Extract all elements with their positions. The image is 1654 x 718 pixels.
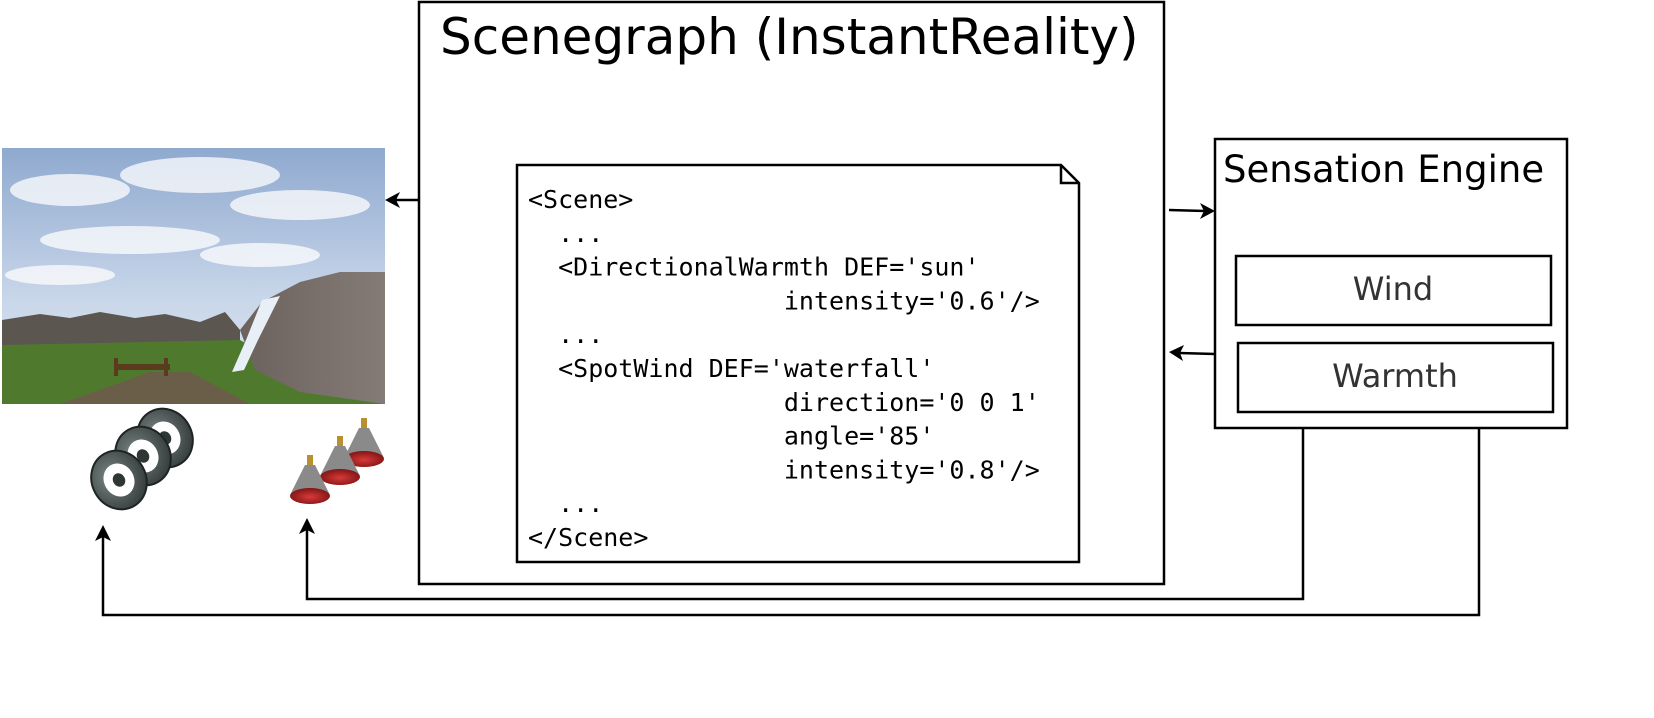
code-line: ...: [528, 320, 603, 349]
scenegraph-to-render-arrow: [385, 192, 419, 208]
wind-module-box: [1234, 254, 1553, 327]
code-line: <DirectionalWarmth DEF='sun': [528, 253, 980, 282]
cloud-shapes: [5, 157, 370, 285]
scenegraph-to-engine-arrow: [1168, 203, 1215, 219]
code-line: <SpotWind DEF='waterfall': [528, 354, 934, 383]
wind-to-fans-connector: [95, 428, 1481, 617]
rendered-scene-image: [2, 148, 385, 404]
code-line: <Scene>: [528, 185, 633, 214]
bridge: [114, 358, 170, 376]
scene-code-document: <Scene> ... <DirectionalWarmth DEF='sun'…: [515, 163, 1081, 564]
engine-to-scenegraph-arrow: [1169, 345, 1216, 361]
fan-icon: [90, 449, 148, 511]
code-line: intensity='0.8'/>: [528, 455, 1040, 484]
heat-lamp-devices: [290, 418, 384, 504]
code-line: </Scene>: [528, 523, 648, 552]
sensation-engine-title: Sensation Engine: [1223, 148, 1544, 191]
code-line: ...: [528, 489, 603, 518]
warmth-module-box: [1236, 341, 1555, 414]
grass-ground: [2, 340, 385, 404]
code-line: angle='85': [528, 422, 934, 451]
waterfall: [232, 296, 280, 372]
warmth-module-label: Warmth: [1332, 357, 1458, 395]
code-line: ...: [528, 219, 603, 248]
dirt-path: [60, 372, 250, 404]
code-line: direction='0 0 1': [528, 388, 1040, 417]
fan-devices: [90, 407, 194, 511]
cliff-rock: [240, 272, 385, 404]
code-listing: <Scene> ... <DirectionalWarmth DEF='sun'…: [528, 185, 1040, 552]
heat-lamp-icon: [344, 418, 384, 467]
wind-module-label: Wind: [1353, 270, 1433, 308]
warmth-to-lamps-connector: [299, 428, 1305, 601]
scenegraph-title: Scenegraph (InstantReality): [440, 8, 1139, 66]
heat-lamp-icon: [290, 455, 330, 504]
heat-lamp-icon: [320, 436, 360, 485]
sensation-engine-box: Sensation Engine Wind Warmth: [1213, 137, 1569, 430]
code-line: intensity='0.6'/>: [528, 286, 1040, 315]
